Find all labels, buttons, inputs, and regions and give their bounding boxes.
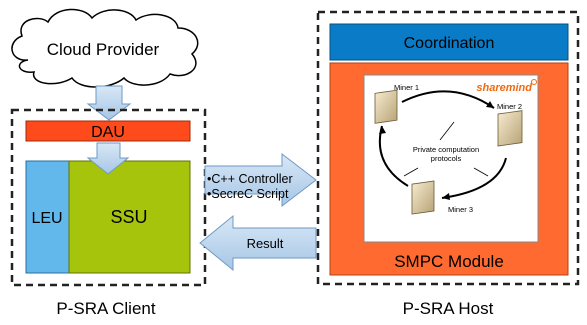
coordination-bar bbox=[329, 23, 569, 61]
result-label: Result bbox=[247, 236, 284, 251]
miner-3-server-icon bbox=[411, 180, 435, 215]
miner-1-server-icon bbox=[374, 89, 398, 124]
cloud-to-dau-arrow bbox=[86, 85, 132, 121]
request-line-1: •C++ Controller bbox=[207, 172, 293, 186]
ssu-block bbox=[68, 160, 191, 274]
miner-1-label: Miner 1 bbox=[394, 83, 419, 92]
inner-arrow-left bbox=[403, 167, 419, 177]
protocols-label-line-1: Private computation bbox=[413, 145, 479, 154]
host-caption: P-SRA Host bbox=[403, 299, 494, 318]
sharemind-logo: sharemind bbox=[476, 82, 532, 94]
miner-3-label: Miner 3 bbox=[448, 205, 473, 214]
coordination-label: Coordination bbox=[404, 35, 495, 52]
dau-bar bbox=[25, 120, 191, 142]
ring-arrow-1-to-2 bbox=[401, 90, 495, 109]
leu-label: LEU bbox=[31, 210, 62, 227]
request-arrow bbox=[204, 152, 317, 208]
client-caption: P-SRA Client bbox=[56, 299, 155, 318]
request-line-2: •SecreC Script bbox=[207, 187, 289, 201]
host-container bbox=[316, 10, 580, 286]
ssu-label: SSU bbox=[110, 207, 147, 227]
client-container bbox=[10, 108, 207, 287]
cloud-shape bbox=[11, 8, 199, 88]
dau-to-ssu-arrow bbox=[86, 142, 130, 175]
protocols-label-line-2: protocols bbox=[431, 154, 462, 163]
ring-arrow-2-to-3 bbox=[441, 157, 507, 199]
dau-label: DAU bbox=[91, 124, 125, 141]
sharemind-logo-mark bbox=[531, 79, 537, 85]
miner-2-server-icon bbox=[497, 110, 523, 147]
result-arrow bbox=[199, 214, 317, 272]
miner-2-label: Miner 2 bbox=[497, 102, 522, 111]
smpc-module-label: SMPC Module bbox=[394, 252, 504, 271]
inner-arrow-right bbox=[473, 167, 489, 177]
inner-arrow-up bbox=[439, 121, 455, 141]
cloud-provider-label: Cloud Provider bbox=[47, 40, 160, 59]
